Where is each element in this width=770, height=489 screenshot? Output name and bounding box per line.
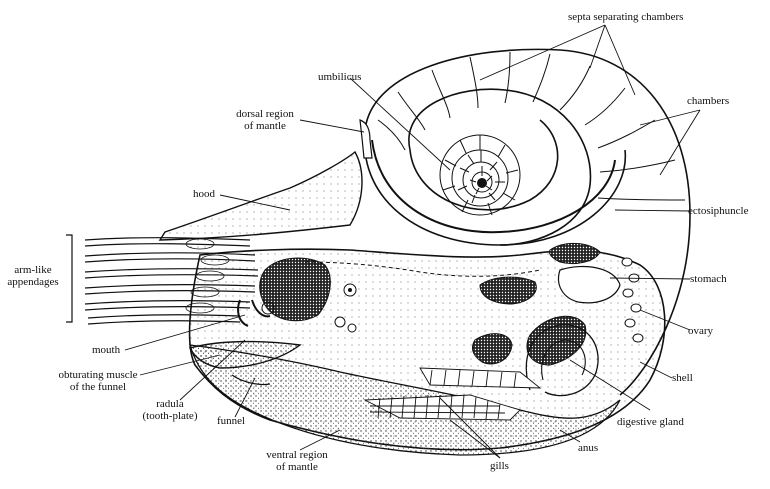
- tentacles: [84, 237, 259, 325]
- label-chambers: chambers: [687, 95, 730, 107]
- label-obturating-line1: obturating muscle: [58, 369, 138, 381]
- label-arm-line1: arm-like: [14, 264, 52, 276]
- label-dorsal-line1: dorsal region: [236, 108, 294, 120]
- label-stomach: stomach: [690, 273, 727, 285]
- label-obturating-line2: of the funnel: [69, 381, 127, 393]
- label-radula-line2: (tooth-plate): [142, 410, 198, 422]
- label-dorsal-region: dorsal region of mantle: [225, 108, 305, 132]
- label-mouth: mouth: [92, 344, 121, 356]
- inner-spiral: [439, 134, 521, 216]
- cephalic-mass: [259, 257, 331, 322]
- label-shell: shell: [672, 372, 693, 384]
- label-gills: gills: [490, 460, 509, 472]
- arm-bracket: [66, 234, 73, 323]
- label-arm-appendages: arm-like appendages: [2, 264, 64, 288]
- label-radula: radula (tooth-plate): [130, 398, 210, 422]
- label-digestive-gland: digestive gland: [617, 416, 684, 428]
- septa-lines: [377, 51, 686, 201]
- label-hood: hood: [193, 188, 215, 200]
- radula-shape: [237, 299, 271, 327]
- funnel-shape: [188, 340, 302, 369]
- label-radula-line1: radula: [156, 398, 184, 410]
- label-ectosiphuncle: ectosiphuncle: [688, 205, 749, 217]
- label-dorsal-line2: of mantle: [244, 120, 286, 132]
- leader-lines: [124, 24, 701, 459]
- label-obturating-muscle: obturating muscle of the funnel: [48, 369, 148, 393]
- label-funnel: funnel: [217, 415, 246, 427]
- label-ventral-line2: of mantle: [276, 461, 318, 473]
- hood-shape: [158, 150, 363, 241]
- label-umbilicus: umbilicus: [318, 71, 362, 83]
- label-ovary: ovary: [688, 325, 714, 337]
- label-arm-line2: appendages: [7, 276, 59, 288]
- digestive-gland-shape: [526, 315, 587, 366]
- label-anus: anus: [578, 442, 599, 454]
- label-ventral-region: ventral region of mantle: [252, 449, 342, 473]
- label-ventral-line1: ventral region: [266, 449, 328, 461]
- gills-shape: [363, 367, 542, 421]
- label-septa: septa separating chambers: [568, 11, 684, 23]
